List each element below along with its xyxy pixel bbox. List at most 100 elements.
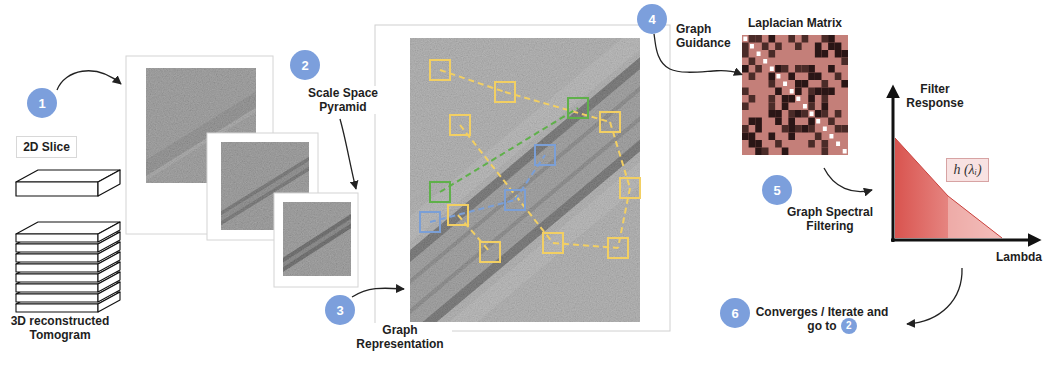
- matrix-cell: [815, 50, 822, 58]
- matrix-panel: Laplacian Matrix: [742, 35, 848, 155]
- matrix-cell: [823, 127, 827, 132]
- matrix-cell: [782, 103, 789, 111]
- matrix-cell: [815, 88, 822, 96]
- matrix-cell: [750, 44, 754, 49]
- matrix-cell: [775, 110, 782, 118]
- axis-label: Filter Response: [901, 82, 970, 110]
- matrix-cell: [802, 110, 809, 118]
- matrix-cell: [769, 35, 776, 43]
- matrix-cell: [808, 125, 815, 133]
- matrix-cell: [829, 134, 833, 139]
- matrix-cell: [749, 140, 756, 148]
- matrix-cell: [769, 80, 776, 88]
- matrix-cell: [782, 65, 789, 73]
- step-number: 2: [290, 50, 320, 80]
- matrix-cell: [808, 88, 815, 96]
- stack-label: 3D reconstructed Tomogram: [2, 314, 118, 342]
- step-number: 6: [720, 298, 750, 328]
- matrix-cell: [775, 118, 782, 126]
- node-text: 6: [731, 307, 738, 320]
- matrix-cell: [769, 95, 776, 103]
- node-text: 1: [38, 97, 45, 110]
- matrix-cell: [749, 73, 756, 81]
- matrix-cell: [835, 50, 842, 58]
- matrix-cell: [828, 43, 835, 51]
- matrix-cell: [835, 110, 842, 118]
- graph-panel: [287, 0, 765, 365]
- matrix-cell: [775, 65, 782, 73]
- matrix-cell: [742, 103, 749, 111]
- pyramid-image: [274, 193, 358, 287]
- matrix-cell: [802, 125, 809, 133]
- matrix-cell: [822, 50, 829, 58]
- axis-label: Lambda: [994, 250, 1044, 264]
- matrix-cell: [749, 95, 756, 103]
- node-text: 2D Slice: [23, 140, 70, 154]
- matrix-cell: [795, 65, 802, 73]
- matrix-cell: [788, 110, 795, 118]
- matrix-cell: [841, 125, 848, 133]
- matrix-cell: [788, 133, 795, 141]
- matrix-cell: [769, 50, 776, 58]
- matrix-cell: [802, 65, 809, 73]
- matrix-cell: [795, 80, 802, 88]
- matrix-cell: [828, 65, 835, 73]
- matrix-cell: [742, 43, 749, 51]
- step-number: 2: [841, 318, 857, 334]
- matrix-cell: [769, 110, 776, 118]
- matrix-cell: [802, 80, 809, 88]
- matrix-cell: [762, 148, 769, 156]
- matrix-cell: [828, 118, 835, 126]
- matrix-cell: [815, 43, 822, 51]
- matrix-cell: [810, 112, 814, 117]
- node-text: h (λᵢ): [953, 162, 981, 178]
- matrix-cell: [769, 103, 776, 111]
- matrix-cell: [755, 65, 762, 73]
- matrix-cell: [755, 140, 762, 148]
- matrix-cell: [782, 148, 789, 156]
- step-label: Scale Space Pyramid: [301, 86, 385, 114]
- matrix-cell: [762, 43, 769, 51]
- step-label: Converges / Iterate and go to: [750, 305, 894, 333]
- matrix-cell: [742, 88, 749, 96]
- matrix-cell: [835, 125, 842, 133]
- matrix-cell: [828, 88, 835, 96]
- laplacian-matrix: [742, 35, 848, 155]
- matrix-cell: [822, 103, 829, 111]
- matrix-cell: [802, 35, 809, 43]
- matrix-cell: [755, 125, 762, 133]
- node-text: 3: [336, 304, 343, 317]
- matrix-cell: [808, 118, 815, 126]
- step-box: 2D Slice: [16, 136, 77, 158]
- matrix-cell: [742, 133, 749, 141]
- matrix-cell: [749, 58, 756, 66]
- matrix-cell: [808, 65, 815, 73]
- node-text: 5: [773, 184, 780, 197]
- matrix-cell: [749, 35, 756, 43]
- node-text: 2: [301, 59, 308, 72]
- step-number: 3: [325, 295, 355, 325]
- matrix-cell: [822, 148, 829, 156]
- matrix-cell: [795, 88, 802, 96]
- matrix-cell: [822, 35, 829, 43]
- matrix-cell: [816, 119, 820, 124]
- matrix-cell: [775, 88, 782, 96]
- matrix-cell: [808, 95, 815, 103]
- matrix-cell: [755, 148, 762, 156]
- matrix-cell: [841, 58, 848, 66]
- step-label: Graph Guidance: [674, 22, 738, 50]
- filter-chart: [891, 90, 1036, 242]
- matrix-cell: [742, 125, 749, 133]
- matrix-cell: [803, 104, 807, 109]
- matrix-cell: [822, 80, 829, 88]
- matrix-cell: [749, 133, 756, 141]
- matrix-cell: [822, 110, 829, 118]
- node-text: 2: [846, 321, 852, 331]
- matrix-cell: [808, 103, 815, 111]
- matrix-cell: [822, 95, 829, 103]
- matrix-cell: [815, 133, 822, 141]
- matrix-cell: [828, 35, 835, 43]
- matrix-cell: [763, 59, 767, 64]
